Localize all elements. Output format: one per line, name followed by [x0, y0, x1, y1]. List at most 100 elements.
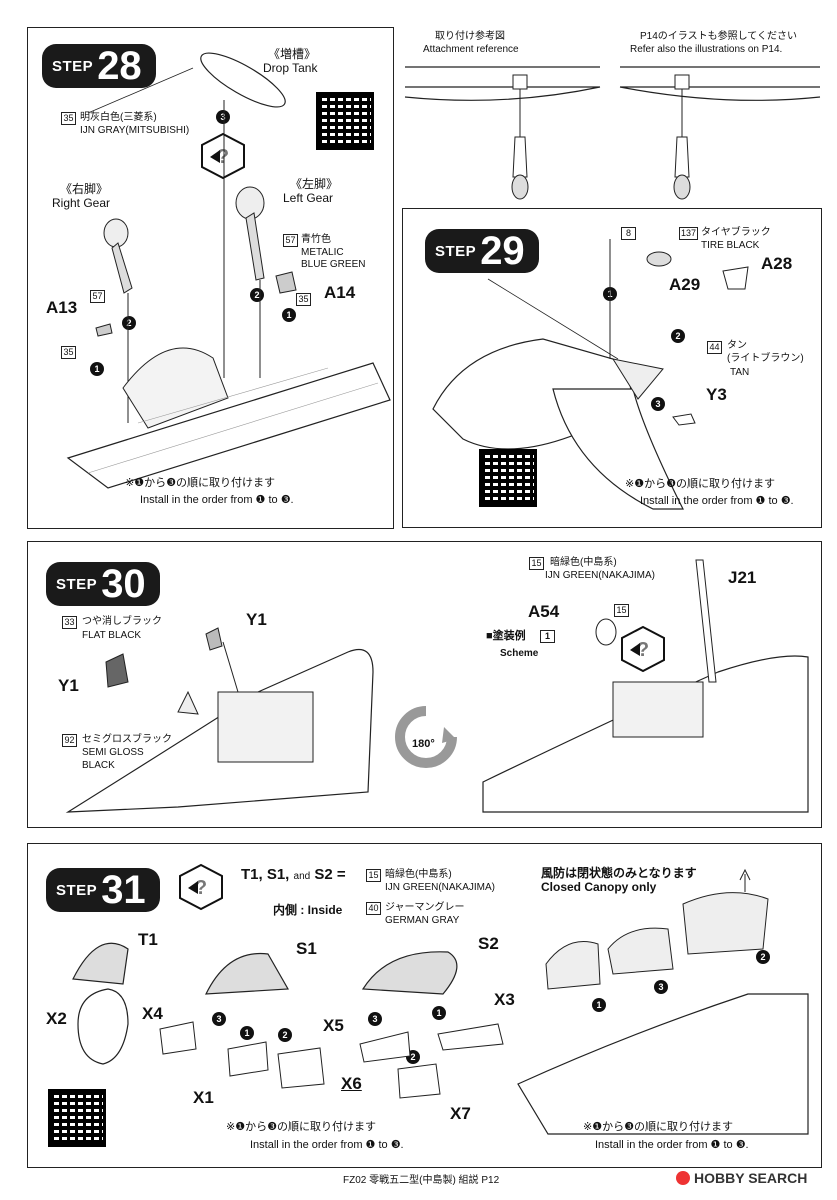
part-x6: X6	[341, 1074, 362, 1093]
paint-33-en: FLAT BLACK	[82, 630, 142, 641]
step-badge-1b: 1	[282, 308, 296, 322]
right-gear-en: Right Gear	[52, 196, 111, 210]
step28-note-jp: ※❶から❸の順に取り付けます	[125, 477, 275, 489]
paint-15-en-31: IJN GREEN(NAKAJIMA)	[385, 882, 496, 893]
paint-40-en: GERMAN GRAY	[385, 915, 460, 926]
attach-ref-jp: P14のイラストも参照してください	[640, 31, 797, 42]
step28-note-en: Install in the order from ❶ to ❸.	[140, 494, 294, 506]
aircraft-wing-drawing	[66, 52, 391, 489]
hex-question-icon: ?	[201, 132, 245, 180]
part-a13: A13	[46, 298, 78, 317]
part-t1: T1	[138, 930, 158, 949]
paint-92-jp: セミグロスブラック	[82, 734, 172, 745]
step29-note-en: Install in the order from ❶ to ❸.	[640, 495, 794, 507]
paint-35-jp: 明灰白色(三菱系)	[80, 112, 157, 123]
paint-137-en: TIRE BLACK	[701, 240, 760, 251]
step31-note-jp: ※❶から❸の順に取り付けます	[226, 1121, 376, 1133]
paint-15-jp-31: 暗緑色(中島系)	[385, 869, 452, 880]
scheme-num: 1	[540, 630, 555, 643]
part-x1: X1	[193, 1088, 214, 1107]
attach-title-jp: 取り付け参考図	[435, 31, 505, 42]
paint-40-label: 40	[366, 902, 381, 915]
qr-code-31	[48, 1089, 106, 1147]
part-x4: X4	[142, 1004, 163, 1023]
gear-reference-drawing	[404, 66, 821, 200]
scheme-en: Scheme	[500, 648, 539, 659]
qr-code-29	[479, 449, 537, 507]
paint-44-label: 44	[707, 341, 722, 354]
s31-badge-1a: 1	[240, 1026, 254, 1040]
part-a28: A28	[761, 254, 793, 273]
paint-35-en: IJN GRAY(MITSUBISHI)	[80, 125, 190, 136]
part-y1-right: Y1	[246, 610, 267, 629]
paint-40-jp: ジャーマングレー	[385, 902, 465, 913]
step31-note2-en: Install in the order from ❶ to ❸.	[595, 1139, 749, 1151]
canopy-drawing	[72, 868, 809, 1135]
part-y1-left: Y1	[58, 676, 79, 695]
paint-33-label: 33	[62, 616, 77, 629]
left-gear-jp: 《左脚》	[290, 177, 339, 191]
num-35a: 35	[61, 346, 76, 359]
step29-badge-2: 2	[671, 329, 685, 343]
hex-question-icon-31: ?	[179, 863, 223, 911]
s31-badge-2a: 2	[278, 1028, 292, 1042]
paint-35-label: 35	[61, 112, 76, 125]
step29-note-jp: ※❶から❸の順に取り付けます	[625, 478, 775, 490]
logo-mark-icon	[676, 1171, 690, 1185]
paint-15-jp: 暗緑色(中島系)	[550, 557, 617, 568]
hex-question-icon-30: ?	[621, 625, 665, 673]
attach-title-en: Attachment reference	[423, 44, 519, 55]
part-a54: A54	[528, 602, 560, 621]
part-x2: X2	[46, 1009, 67, 1028]
paint-57-en1: METALIC	[301, 247, 344, 258]
paint-57-jp: 青竹色	[301, 234, 331, 245]
part-x5: X5	[323, 1016, 344, 1035]
paint-15-label-31: 15	[366, 869, 381, 882]
num-15: 15	[614, 604, 629, 617]
paint-44-jp1: タン	[727, 340, 747, 351]
part-j21: J21	[728, 568, 757, 587]
right-gear-jp: 《右脚》	[60, 182, 109, 196]
rotate-icon	[395, 706, 457, 768]
footer-text: FZ02 零戦五二型(中島製) 組説 P12	[343, 1175, 500, 1186]
paint-15-en: IJN GREEN(NAKAJIMA)	[545, 570, 656, 581]
step31-note-en: Install in the order from ❶ to ❸.	[250, 1139, 404, 1151]
num-8: 8	[621, 227, 636, 240]
step31-note2-jp: ※❶から❸の順に取り付けます	[583, 1121, 733, 1133]
step-badge-3: 3	[216, 110, 230, 124]
paint-44-jp2: (ライトブラウン)	[727, 353, 804, 364]
paint-57-label: 57	[283, 234, 298, 247]
paint-92-en2: BLACK	[82, 760, 115, 771]
paint-137-jp: タイヤブラック	[701, 227, 771, 238]
hobby-search-logo: HOBBY SEARCH	[676, 1170, 807, 1186]
paint-44-en: TAN	[730, 367, 750, 378]
cockpit-drawing	[65, 559, 809, 813]
rotate-label: 180°	[412, 738, 435, 750]
num-57: 57	[90, 290, 105, 303]
inside-label: 内側 : Inside	[273, 903, 343, 917]
canopy-en: Closed Canopy only	[541, 880, 657, 894]
paint-137-label: 137	[679, 227, 699, 240]
left-gear-en: Left Gear	[283, 191, 334, 205]
part-s1: S1	[296, 939, 317, 958]
part-a29: A29	[669, 275, 701, 294]
step-badge-2a: 2	[122, 316, 136, 330]
step29-badge-3: 3	[651, 397, 665, 411]
part-y3: Y3	[706, 385, 727, 404]
s31-badge-3b: 3	[368, 1012, 382, 1026]
qr-code	[316, 92, 374, 150]
step-badge-1a: 1	[90, 362, 104, 376]
s31-badge-3c: 3	[654, 980, 668, 994]
s31-badge-1b: 1	[432, 1006, 446, 1020]
paint-57-en2: BLUE GREEN	[301, 259, 366, 270]
attach-ref-en: Refer also the illustrations on P14.	[630, 44, 783, 55]
num-35b: 35	[296, 293, 311, 306]
canopy-jp: 風防は閉状態のみとなります	[541, 866, 697, 880]
paint-33-jp: つや消しブラック	[82, 616, 162, 627]
